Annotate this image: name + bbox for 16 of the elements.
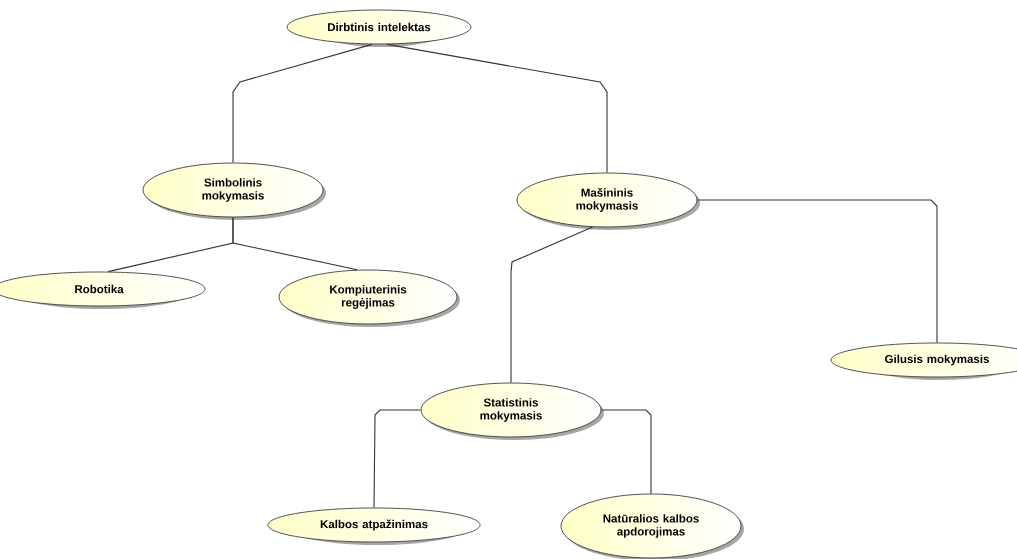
connector-line (232, 43, 373, 164)
connector-line (373, 409, 422, 509)
ellipse-node: Dirbtinis intelektas (286, 9, 472, 47)
ellipse-node: Natūralios kalbos apdorojimas (560, 493, 744, 559)
ellipse-node: Mašininis mokymasis (516, 172, 700, 230)
connector-line (232, 216, 358, 271)
ellipse-node: Gilusis mokymasis (830, 342, 1017, 380)
connector-line (510, 226, 594, 384)
ellipse-node: Kalbos atpažinimas (267, 507, 481, 545)
connector-line (386, 43, 608, 174)
ellipse-node: Kompiuterinis regėjimas (278, 269, 460, 327)
connector-line (600, 409, 652, 495)
ellipse-node: Simbolinis mokymasis (142, 162, 326, 220)
ellipse-node: Statistinis mokymasis (420, 382, 604, 440)
ellipse-node: Robotika (0, 271, 206, 309)
connector-line (696, 199, 938, 344)
